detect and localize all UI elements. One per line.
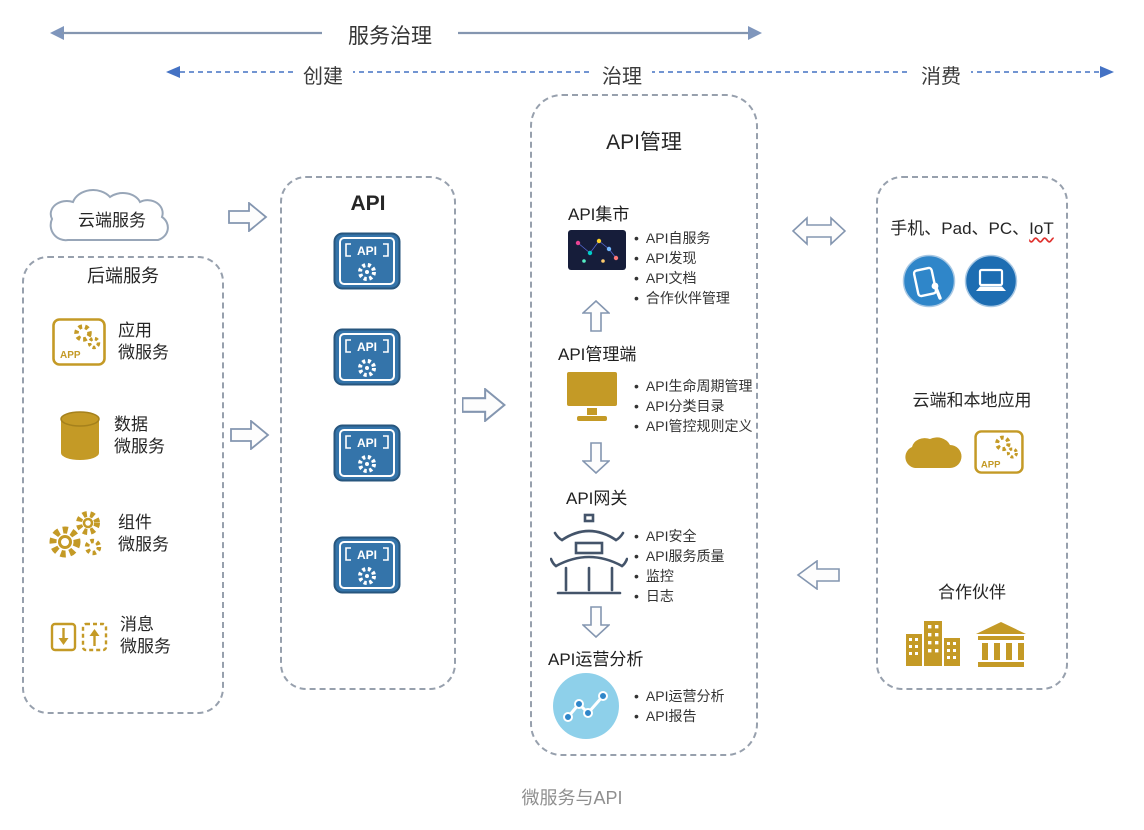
arrow-backend-to-api [230, 420, 270, 450]
analytics-chart-icon [553, 673, 619, 739]
service-label-data: 数据 微服务 [114, 415, 165, 456]
arrow-up-console-to-market [582, 300, 610, 332]
api-market-icon [568, 230, 626, 270]
service-label-app: 应用 微服务 [118, 321, 169, 362]
service-label-message: 消息 微服务 [120, 615, 171, 656]
phase-label-create: 创建 [293, 60, 353, 89]
api-tile-icon: API [333, 424, 401, 482]
bullet: API生命周期管理 [634, 376, 753, 396]
bank-building-icon [976, 622, 1026, 667]
arrow-api-to-management [462, 388, 506, 422]
bullet: API报告 [634, 706, 724, 726]
phase-dashed-arrow [166, 66, 1114, 78]
section-title-api-analytics: API运营分析 [548, 650, 644, 669]
api-market-bullets: API自服务 API发现 API文档 合作伙伴管理 [634, 228, 730, 308]
service-row-message: 消息 微服务 [50, 614, 171, 658]
api-tile-icon: API [333, 328, 401, 386]
cloud-services-label: 云端服务 [78, 211, 146, 230]
devices-label: 手机、Pad、PC、IoT [876, 214, 1068, 239]
svg-text:API: API [357, 436, 377, 450]
arrow-bidirectional-management-consumers [792, 216, 846, 246]
api-gateway-bullets: API安全 API服务质量 监控 日志 [634, 526, 725, 606]
bullet: API安全 [634, 526, 724, 546]
gears-icon [49, 511, 102, 558]
api-tile-icon: API [333, 232, 401, 290]
consumers-box [876, 176, 1068, 690]
service-row-component: 组件 微服务 [46, 506, 169, 562]
devices-label-prefix: 手机、Pad、PC、 [890, 219, 1030, 238]
governance-arrow-label: 服务治理 [348, 25, 432, 48]
arrow-down-console-to-gateway [582, 442, 610, 474]
svg-text:APP: APP [60, 350, 81, 361]
api-management-title: API管理 [606, 131, 682, 154]
cloud-services-shape: 云端服务 [36, 188, 188, 248]
buildings-icon [906, 621, 960, 666]
bullet: API分类目录 [634, 396, 752, 416]
app-icon: APP [52, 318, 106, 366]
svg-text:API: API [357, 244, 377, 258]
bullet: API自服务 [634, 228, 730, 248]
api-box-title: API [350, 192, 386, 215]
bullet: API运营分析 [634, 686, 725, 706]
bullet: API发现 [634, 248, 730, 268]
svg-text:API: API [357, 340, 377, 354]
section-title-api-market: API集市 [568, 205, 630, 224]
section-title-api-console: API管理端 [558, 345, 637, 364]
message-icon [50, 622, 108, 652]
bullet: 日志 [634, 586, 724, 606]
api-console-bullets: API生命周期管理 API分类目录 API管控规则定义 [634, 376, 753, 436]
figure-caption: 微服务与API [521, 788, 623, 808]
gateway-temple-icon [550, 513, 628, 595]
cloud-solid-icon [905, 437, 962, 468]
service-label-component: 组件 微服务 [118, 513, 169, 554]
cloud-outline-icon [49, 189, 169, 242]
cloud-local-apps-label: 云端和本地应用 [912, 391, 1032, 410]
governance-span-arrow [50, 26, 762, 40]
bullet: 合作伙伴管理 [634, 288, 730, 308]
phase-label-consume: 消费 [911, 60, 971, 89]
svg-text:APP: APP [981, 459, 1001, 470]
partners-label: 合作伙伴 [938, 583, 1006, 602]
database-icon [60, 411, 100, 460]
service-row-data: 数据 微服务 [58, 410, 165, 462]
app-icon: APP [974, 430, 1024, 474]
bullet: API文档 [634, 268, 730, 288]
section-title-api-gateway: API网关 [566, 489, 628, 508]
bullet: API服务质量 [634, 546, 725, 566]
api-box [280, 176, 456, 690]
service-row-app: APP 应用 微服务 [52, 318, 169, 366]
api-management-box [530, 94, 758, 756]
arrow-cloud-to-api [228, 202, 268, 232]
backend-services-box [22, 256, 224, 714]
arrow-down-gateway-to-analytics [582, 606, 610, 638]
devices-label-iot: IoT [1029, 219, 1054, 238]
bullet: 监控 [634, 566, 724, 586]
monitor-icon [567, 372, 617, 421]
bullet: API管控规则定义 [634, 416, 753, 436]
svg-text:API: API [357, 548, 377, 562]
touch-device-icon [902, 254, 956, 308]
phase-label-govern: 治理 [592, 60, 652, 89]
arrow-consumers-to-gateway [796, 560, 840, 590]
api-analytics-bullets: API运营分析 API报告 [634, 686, 725, 726]
laptop-icon [964, 254, 1018, 308]
api-tile-icon: API [333, 536, 401, 594]
backend-services-title: 后端服务 [87, 266, 159, 286]
